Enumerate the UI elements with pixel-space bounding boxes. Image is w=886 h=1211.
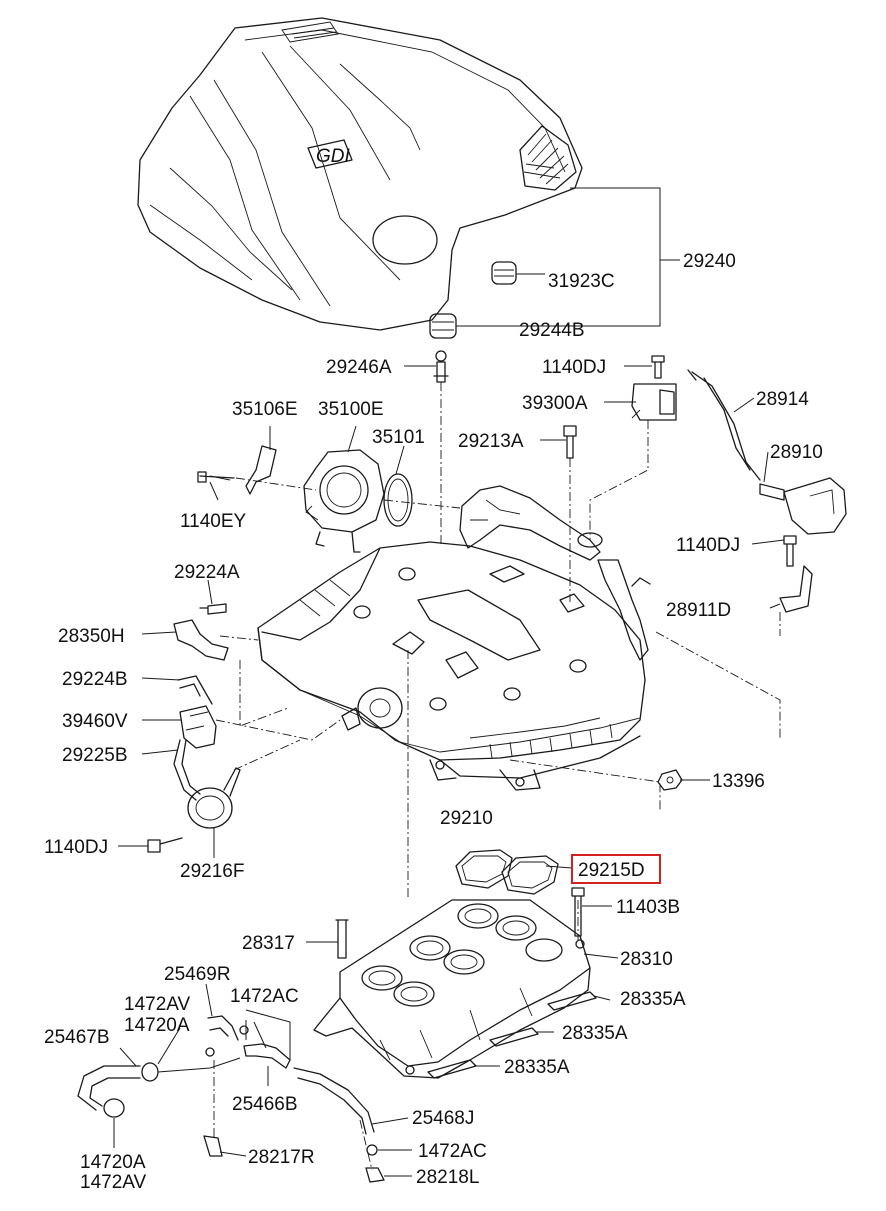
label-35101[interactable]: 35101 [372,427,425,448]
label-29224a[interactable]: 29224A [174,562,240,583]
label-28335a-3[interactable]: 28335A [504,1057,570,1078]
side-pipe[interactable] [597,559,651,661]
label-31923c[interactable]: 31923C [548,271,615,292]
intake-runner[interactable] [459,485,603,561]
bolt-1140ey[interactable] [197,471,235,483]
label-13396[interactable]: 13396 [712,771,765,792]
label-28350h[interactable]: 28350H [58,626,125,647]
bolt-1140dj-top[interactable] [651,355,665,379]
label-1472av-a[interactable]: 1472AV [124,994,191,1015]
label-28217r[interactable]: 28217R [248,1147,315,1168]
label-1140dj-top[interactable]: 1140DJ [542,357,606,378]
hose-28914[interactable] [687,369,761,481]
label-25469r[interactable]: 25469R [164,964,231,985]
bolt-29213a[interactable] [563,425,577,459]
clamp-14720a-b[interactable] [103,1098,125,1118]
connector-28217r[interactable] [203,1135,223,1157]
fitting-25466b[interactable] [205,1025,291,1069]
intake-manifold-upper[interactable] [257,541,646,791]
label-39460v[interactable]: 39460V [62,711,128,732]
label-14720a-a[interactable]: 14720A [124,1015,190,1036]
label-28317[interactable]: 28317 [242,933,295,954]
fitting-28350h[interactable] [173,619,229,661]
label-29225b[interactable]: 29225B [62,745,128,766]
label-29215d[interactable]: 29215D [578,860,645,881]
label-28911d[interactable]: 28911D [666,600,731,621]
bolt-29224a[interactable] [199,603,227,615]
label-14720a-b[interactable]: 14720A [80,1152,146,1173]
vis-actuator[interactable] [341,687,403,731]
intake-manifold-lower[interactable] [313,899,591,1079]
label-1140dj-right[interactable]: 1140DJ [676,535,740,556]
part-labels: 29240 31923C 29244B 29246A 1140DJ 39300A… [44,251,823,1193]
hose-29224b[interactable] [177,675,213,705]
label-29240[interactable]: 29240 [683,251,736,272]
label-28335a-1[interactable]: 28335A [620,989,686,1010]
label-29213a[interactable]: 29213A [458,431,524,452]
label-25466b[interactable]: 25466B [232,1094,298,1115]
throttle-body[interactable] [303,449,385,553]
label-29246a[interactable]: 29246A [326,357,392,378]
gasket-29215d[interactable] [455,849,559,895]
label-1140ey[interactable]: 1140EY [180,511,247,532]
hose-25467b[interactable] [77,1062,159,1111]
hose-25469r[interactable] [207,1015,239,1041]
gasket-28335a-2[interactable] [489,1027,539,1047]
label-39300a[interactable]: 39300A [522,393,588,414]
stud-28317[interactable] [335,919,349,959]
label-1472ac-a[interactable]: 1472AC [230,986,299,1007]
label-28218l[interactable]: 28218L [416,1167,479,1188]
hose-25468j[interactable] [293,1067,375,1135]
bracket-28911d[interactable] [779,565,813,613]
label-29216f[interactable]: 29216F [180,861,244,882]
grommet-31923c[interactable] [491,261,517,285]
bolt-1140dj-left[interactable] [147,837,183,853]
label-35106e[interactable]: 35106E [232,399,298,420]
solenoid-39460v[interactable] [179,705,217,749]
label-29244b[interactable]: 29244B [519,320,585,341]
label-28914[interactable]: 28914 [756,389,809,410]
hose-29225b[interactable] [173,739,201,801]
bolt-1140dj-right[interactable] [783,535,797,567]
engine-cover[interactable]: GDI [137,17,583,331]
label-28335a-2[interactable]: 28335A [562,1023,628,1044]
label-25467b[interactable]: 25467B [44,1027,110,1048]
actuator-29216f[interactable] [187,767,241,829]
label-25468j[interactable]: 25468J [412,1108,474,1129]
bolt-11403b[interactable] [571,887,585,937]
label-29210[interactable]: 29210 [440,808,493,829]
leader-lines [113,365,785,1177]
label-1140dj-left[interactable]: 1140DJ [44,837,108,858]
gasket-28335a-1[interactable] [547,991,597,1011]
grille-pattern-top [291,27,337,39]
map-sensor-39300a[interactable] [631,383,677,421]
label-1472av-b[interactable]: 1472AV [80,1172,147,1193]
purge-valve-28910[interactable] [759,477,847,535]
label-29224b[interactable]: 29224B [62,669,128,690]
bracket-35106e[interactable] [245,445,277,495]
label-1472ac-b[interactable]: 1472AC [418,1141,487,1162]
label-11403b[interactable]: 11403B [616,897,680,918]
label-35100e[interactable]: 35100E [318,399,384,420]
label-28910[interactable]: 28910 [770,442,823,463]
connector-28218l[interactable] [365,1167,385,1183]
bolt-29246a[interactable] [433,350,449,383]
label-28310[interactable]: 28310 [620,949,673,970]
nut-13396[interactable] [657,769,683,791]
highlight-29215d [571,854,661,884]
cover-logo: GDI [316,146,351,167]
alignment-lines [213,382,781,1171]
